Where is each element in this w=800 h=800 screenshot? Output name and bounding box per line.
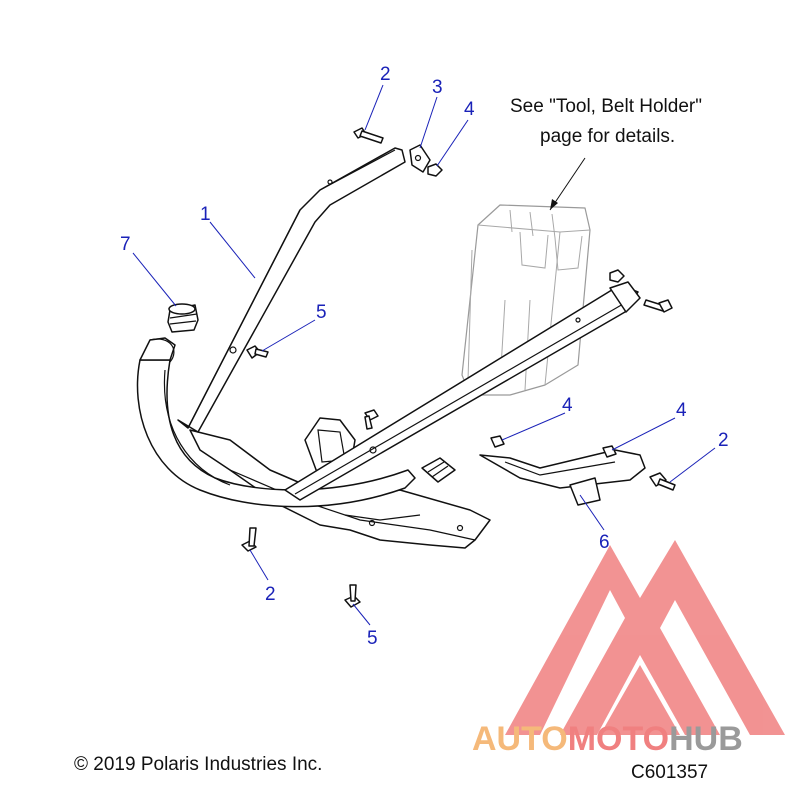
bolt-right	[649, 472, 676, 491]
bolt-top	[353, 127, 384, 144]
watermark-text-hub: HUB	[669, 720, 743, 758]
callout-1: 1	[200, 204, 211, 225]
callout-2-top: 2	[380, 64, 391, 85]
nut-top	[427, 163, 443, 177]
bumper-tube	[136, 147, 641, 508]
svg-text:AUTOMOTOHUB: AUTOMOTOHUB	[472, 720, 743, 758]
reference-note: See "Tool, Belt Holder" page for details…	[510, 96, 702, 147]
note-line-2: page for details.	[540, 126, 675, 147]
callout-5-bottom: 5	[367, 628, 378, 649]
leader-lines	[132, 84, 716, 626]
grommet-plug	[167, 303, 199, 333]
callout-numbers: 1 2 3 4 5 7 4 4 2 6 2 5	[120, 64, 729, 649]
callout-6: 6	[599, 532, 610, 553]
nut-right-top	[609, 269, 625, 283]
bolt-bottom	[241, 527, 257, 552]
watermark-text-auto: AUTO	[472, 720, 568, 758]
callout-2-right: 2	[718, 430, 729, 451]
bolt-left	[246, 345, 269, 359]
callout-2-bottom: 2	[265, 584, 276, 605]
nut-bracket-left	[490, 435, 505, 448]
callout-3: 3	[432, 77, 443, 98]
part-number: C601357	[631, 762, 709, 783]
callout-4-bracket-left: 4	[562, 395, 573, 416]
callout-7: 7	[120, 234, 131, 255]
watermark-wordmark: AUTOMOTOHUB	[472, 720, 743, 758]
callout-5-left: 5	[316, 302, 327, 323]
callout-4-bracket-right: 4	[676, 400, 687, 421]
copyright-text: © 2019 Polaris Industries Inc.	[74, 754, 323, 775]
side-bracket	[479, 449, 646, 506]
nut-bracket-right	[602, 445, 617, 458]
watermark-text-moto: MOTO	[568, 720, 669, 758]
watermark-logo	[505, 540, 785, 735]
bolt-center	[364, 409, 379, 430]
note-line-1: See "Tool, Belt Holder"	[510, 96, 702, 117]
bolt-bottom-5	[344, 584, 361, 608]
mount-plate	[409, 144, 431, 173]
bolt-right-top	[643, 299, 673, 313]
callout-4-top: 4	[464, 99, 475, 120]
tube-plug	[421, 457, 456, 483]
